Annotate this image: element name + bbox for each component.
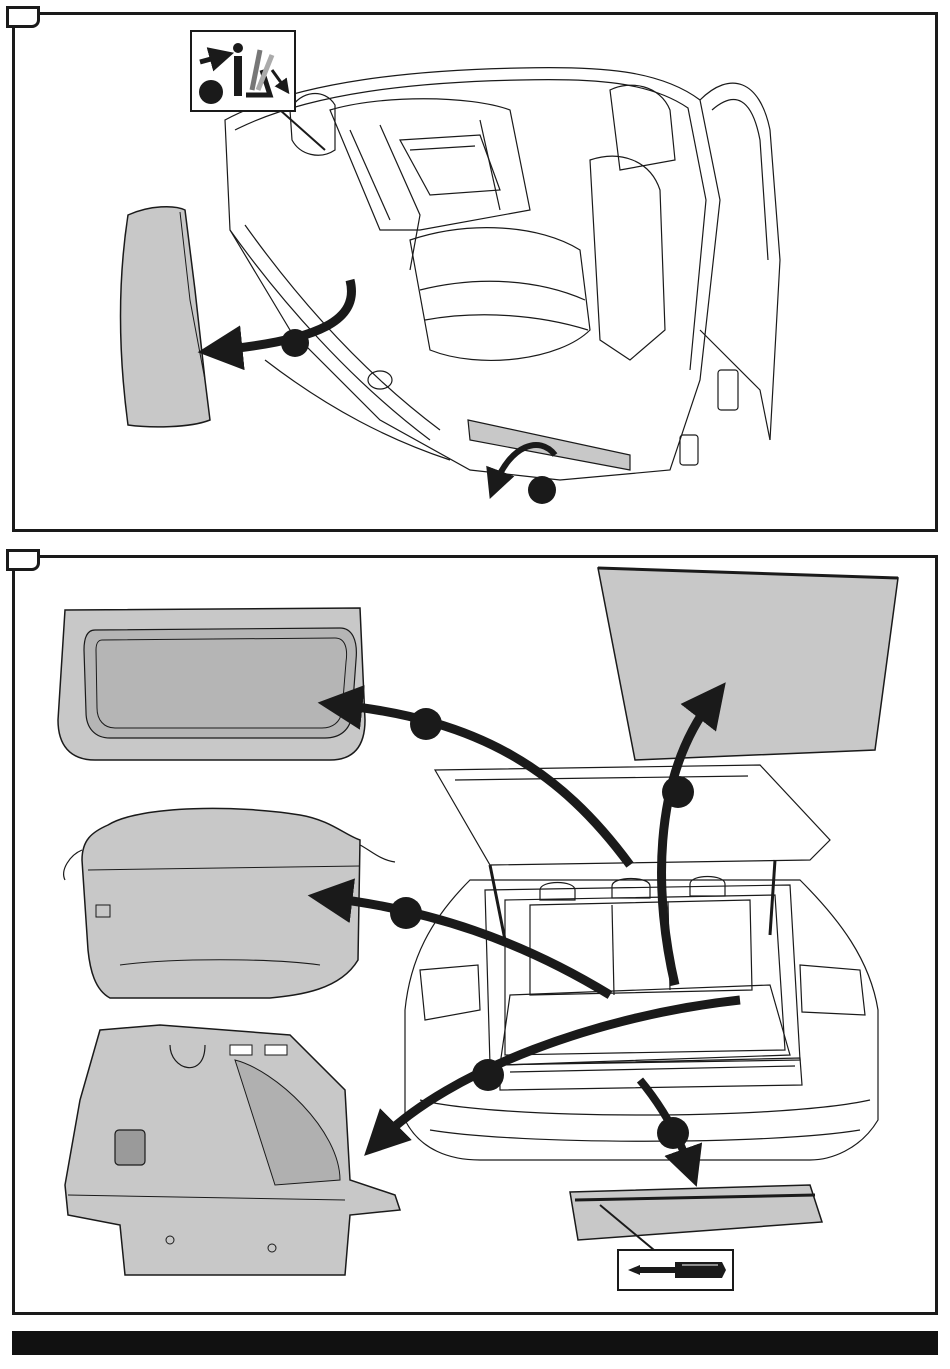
step-dot-icon (281, 329, 309, 357)
step-dot-icon (390, 897, 422, 929)
car-interior-drawing (225, 68, 780, 480)
tailgate-panel-part (598, 568, 898, 760)
step-dot-icon (662, 776, 694, 808)
rear-side-trim-part (121, 207, 211, 427)
arrow-remove-floor-cover (330, 898, 610, 995)
arrow-remove-boot-side-trim (380, 1000, 740, 1140)
step-dot-icon (528, 476, 556, 504)
seat-fold-icon (191, 31, 325, 150)
sill-trim-part (468, 420, 630, 470)
arrow-remove-parcel-shelf (340, 705, 630, 865)
car-rear-drawing (405, 765, 878, 1160)
step-dot-icon (472, 1059, 504, 1091)
step-dot-icon (657, 1117, 689, 1149)
parcel-shelf-part (58, 608, 365, 760)
step-dot-icon (410, 708, 442, 740)
boot-side-trim-part (65, 1025, 400, 1275)
